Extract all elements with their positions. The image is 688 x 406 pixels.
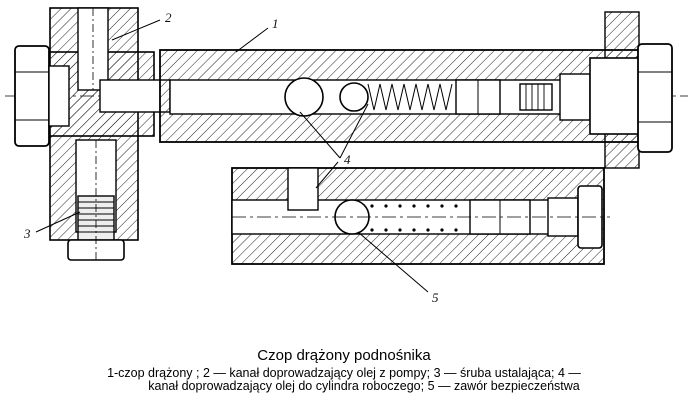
label-part-3: 3 — [23, 226, 31, 241]
label-part-4: 4 — [344, 152, 351, 167]
hollow-pin-upper — [159, 49, 641, 143]
caption-line-2: kanał doprowadzający olej do cylindra ro… — [148, 379, 580, 393]
left-bolt-head — [14, 45, 70, 147]
label-part-2: 2 — [165, 10, 172, 25]
caption-line-1: 1-czop drążony ; 2 — kanał doprowadzając… — [107, 366, 581, 380]
relief-valve-section — [231, 167, 610, 265]
right-bolt-head — [589, 43, 673, 153]
vertical-body — [41, 7, 171, 262]
caption-title: Czop drążony podnośnika — [257, 347, 431, 364]
label-part-5: 5 — [432, 290, 439, 305]
leader-lines — [35, 19, 429, 293]
lift-hollow-pin-diagram: 2 1 3 4 5 — [5, 7, 688, 305]
label-part-1: 1 — [272, 16, 279, 31]
